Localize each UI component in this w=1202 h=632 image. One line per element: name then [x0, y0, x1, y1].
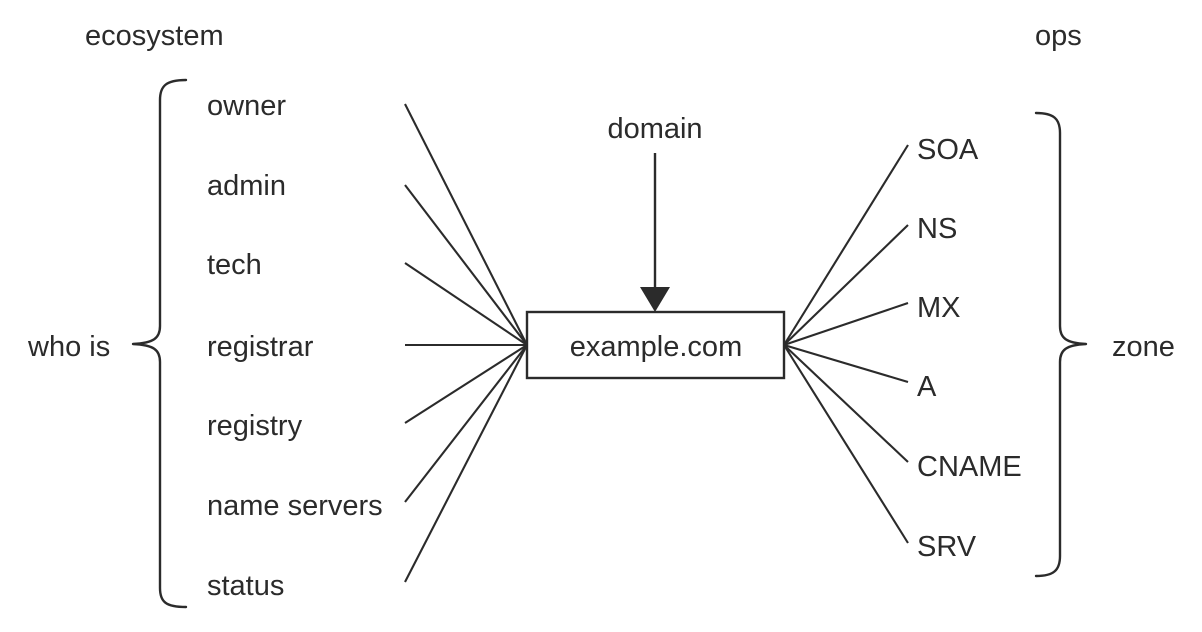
- domain-arrow: [640, 153, 670, 312]
- connector-line-mx: [783, 302, 909, 346]
- left-brace-label: who is: [27, 331, 110, 363]
- group-header-ecosystem: ecosystem: [85, 20, 224, 52]
- group-header-ops: ops: [1035, 20, 1082, 52]
- left-item-label-admin[interactable]: admin: [207, 170, 286, 202]
- right-item-label-soa[interactable]: SOA: [917, 134, 979, 166]
- connector-line-ns: [783, 224, 909, 346]
- connector-line-status: [404, 344, 528, 583]
- right-item-label-cname[interactable]: CNAME: [917, 451, 1022, 483]
- connector-line-admin: [404, 184, 528, 346]
- left-item-label-registry[interactable]: registry: [207, 410, 303, 442]
- left-item-label-name-servers[interactable]: name servers: [207, 490, 383, 522]
- right-item-label-mx[interactable]: MX: [917, 292, 961, 324]
- connector-line-a: [783, 343, 909, 384]
- connector-line-cname: [783, 344, 909, 463]
- connector-line-soa: [783, 144, 909, 346]
- right-item-label-a[interactable]: A: [917, 371, 937, 403]
- connector-line-srv: [783, 344, 909, 544]
- right-item-labels: SOA NS MX A CNAME SRV: [917, 134, 1022, 563]
- left-item-label-tech[interactable]: tech: [207, 249, 262, 281]
- connector-line-owner: [404, 103, 528, 346]
- right-item-label-srv[interactable]: SRV: [917, 531, 977, 563]
- right-brace: [1034, 111, 1088, 578]
- center-node-box[interactable]: [525, 310, 786, 380]
- domain-arrow-head: [640, 287, 670, 312]
- left-item-label-registrar[interactable]: registrar: [207, 331, 314, 363]
- left-item-label-status[interactable]: status: [207, 570, 284, 602]
- left-connector-lines: [404, 103, 528, 583]
- left-item-label-owner[interactable]: owner: [207, 90, 286, 122]
- right-connector-lines: [783, 144, 909, 544]
- domain-arrow-label: domain: [607, 113, 702, 145]
- connector-line-tech: [404, 262, 528, 346]
- left-brace: [131, 78, 188, 609]
- connector-line-registry: [404, 344, 528, 424]
- connector-line-name-servers: [404, 344, 528, 503]
- right-item-label-ns[interactable]: NS: [917, 213, 957, 245]
- left-item-labels: owner admin tech registrar registry name…: [207, 90, 383, 602]
- center-node-label: example.com: [570, 331, 742, 363]
- right-brace-label: zone: [1112, 331, 1175, 363]
